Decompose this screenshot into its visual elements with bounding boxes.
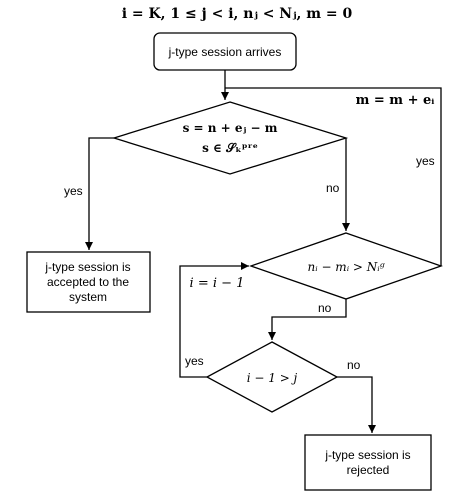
edge-yes-update-m xyxy=(225,87,442,266)
decision1-line1: s = n + eⱼ − m xyxy=(183,121,278,135)
edge-yes-accept xyxy=(85,137,114,250)
no-to-decision3-label: no xyxy=(318,301,332,315)
rejected-line1: j-type session is xyxy=(324,448,410,462)
no-reject-label: no xyxy=(347,358,361,372)
rejected-line2: rejected xyxy=(347,463,390,477)
accepted-node xyxy=(26,251,151,313)
yes-loop-i-label: yes xyxy=(185,354,204,368)
yes-accept-label: yes xyxy=(64,184,83,198)
i-update-label: i = i − 1 xyxy=(190,276,245,291)
accepted-line1: j-type session is xyxy=(44,260,130,274)
decision2-label: nᵢ − mᵢ > Nᵢᵍ xyxy=(307,260,385,274)
accepted-line3: system xyxy=(69,290,107,304)
edge-yes-update-i xyxy=(179,262,249,378)
no-to-decision2-label: no xyxy=(326,181,340,195)
yes-loop-m-label: yes xyxy=(416,154,435,168)
decision-index xyxy=(205,341,339,413)
accepted-line2: accepted to the xyxy=(47,275,129,289)
edge-no-reject xyxy=(337,376,376,433)
start-node-label: j-type session arrives xyxy=(168,45,282,59)
decision-session-state xyxy=(111,101,349,175)
decision3-label: i − 1 > j xyxy=(247,371,298,385)
initial-condition: i = K, 1 ≤ j < i, nⱼ < Nⱼ, m = 0 xyxy=(122,6,353,22)
edge-no-to-decision3 xyxy=(268,299,347,340)
decision1-line2: s ∈ 𝒮ₖᵖʳᵉ xyxy=(202,141,258,155)
rejected-node xyxy=(304,434,432,491)
m-update-label: m = m + eᵢ xyxy=(356,93,435,108)
